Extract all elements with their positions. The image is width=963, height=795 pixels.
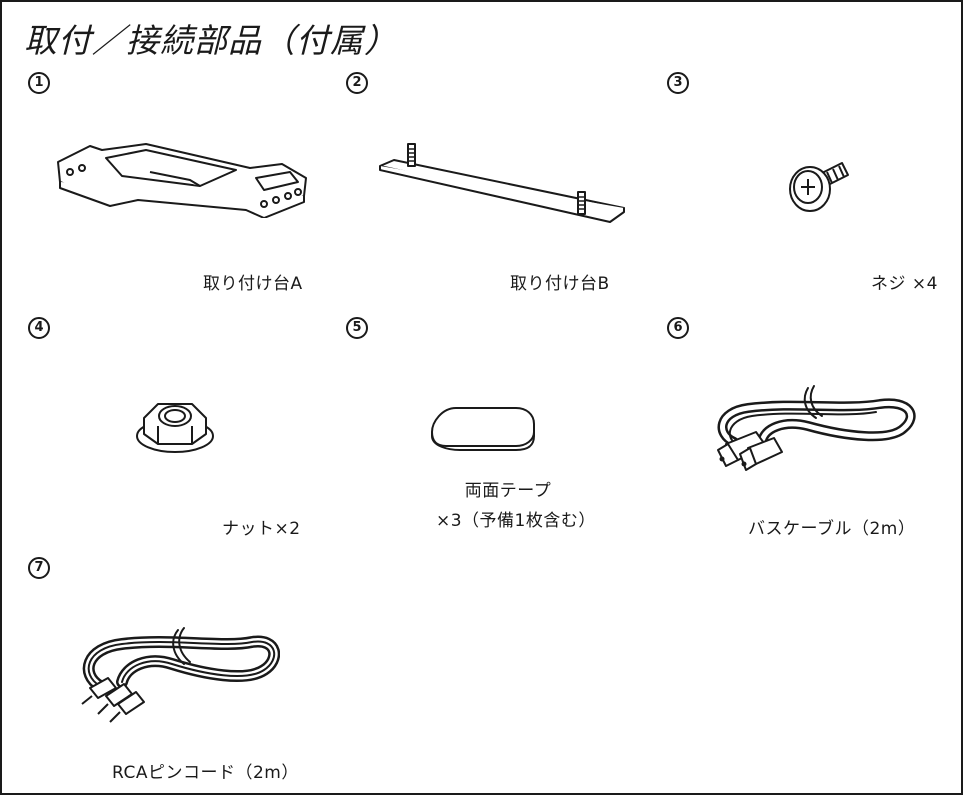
item-number-6: 6 xyxy=(667,317,689,339)
item-label-4: ナット×2 xyxy=(222,519,301,539)
item-label-1: 取り付け台A xyxy=(203,274,303,294)
item-number-3: 3 xyxy=(667,72,689,94)
item-label-5-line2: ×3（予備1枚含む） xyxy=(436,511,596,531)
item-number-4: 4 xyxy=(28,317,50,339)
mounting-plate-b-icon xyxy=(379,143,625,223)
item-label-2: 取り付け台B xyxy=(510,274,610,294)
item-number-5: 5 xyxy=(346,317,368,339)
nut-icon xyxy=(136,403,214,453)
item-label-5-line1: 両面テープ xyxy=(464,481,552,501)
item-label-3: ネジ ×4 xyxy=(871,274,938,294)
item-number-7: 7 xyxy=(28,557,50,579)
item-label-7: RCAピンコード（2m） xyxy=(112,763,299,783)
mounting-bracket-a-icon xyxy=(57,143,307,218)
screw-icon xyxy=(789,162,849,212)
item-label-6: バスケーブル（2m） xyxy=(748,519,916,539)
item-number-1: 1 xyxy=(28,72,50,94)
item-number-2: 2 xyxy=(346,72,368,94)
rca-pin-cord-icon xyxy=(81,627,280,723)
bus-cable-icon xyxy=(717,385,916,471)
double-sided-tape-icon xyxy=(431,407,535,451)
page-title: 取付／接続部品（付属） xyxy=(24,21,398,60)
item-label-5: 両面テープ ×3（予備1枚含む） xyxy=(436,476,596,536)
